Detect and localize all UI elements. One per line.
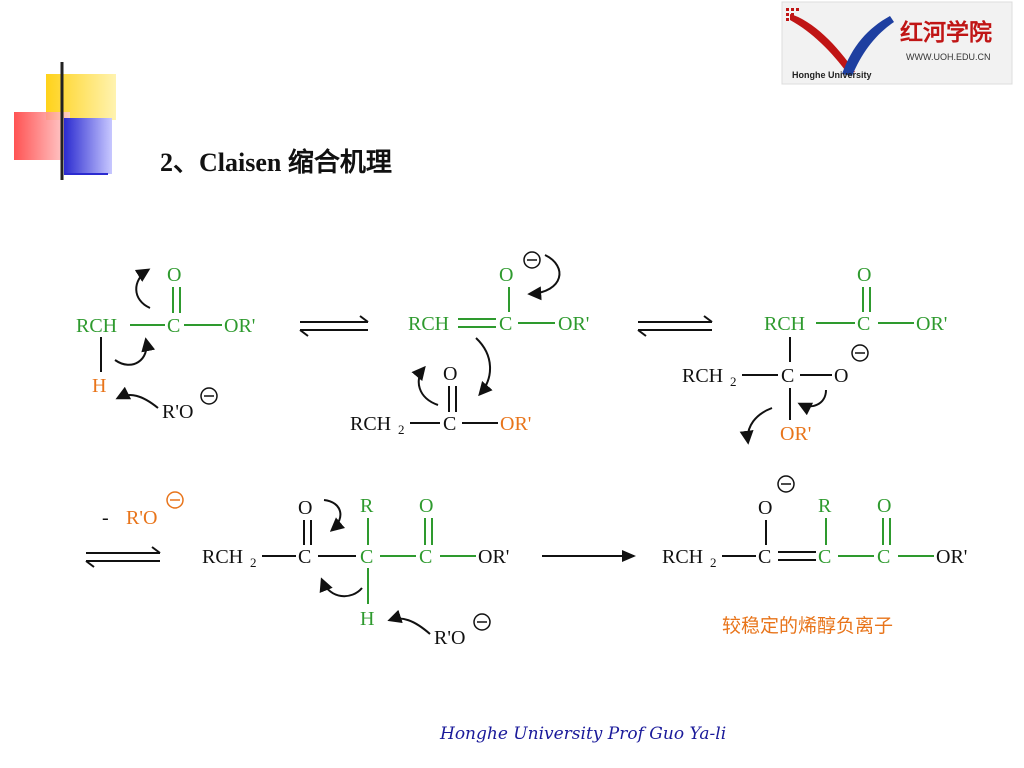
equilibrium-arrow-2 <box>637 315 713 337</box>
university-logo: 红河学院 WWW.UOH.EDU.CN Honghe University <box>781 1 1013 85</box>
ketone-carbon: C <box>298 546 311 568</box>
equilibrium-arrow-1 <box>299 315 369 337</box>
r-substituent: R <box>360 495 374 517</box>
stabilized-enolate: RCH 2 C O C R C O OR' <box>662 475 967 570</box>
subscript-2: 2 <box>730 374 737 389</box>
tetrahedral-intermediate: RCH C O OR' RCH 2 C O OR' <box>682 264 947 445</box>
enolate-oxygen: O <box>758 497 772 519</box>
rch2-label: RCH <box>202 546 243 568</box>
carbonyl-carbon: C <box>443 413 456 435</box>
negative-charge-icon <box>523 251 541 269</box>
rch-label: RCH <box>764 313 805 335</box>
footer-credit: Honghe University Prof Guo Ya-li <box>439 724 726 744</box>
header-decoration <box>14 62 1000 180</box>
subscript-2: 2 <box>250 555 257 570</box>
leaving-alkoxy-group: OR' <box>500 413 531 435</box>
base-label: R'O <box>434 627 465 649</box>
eliminated-base-label: R'O <box>126 507 157 529</box>
enolate-caption: 较稳定的烯醇负离子 <box>722 615 893 637</box>
equilibrium-arrow-3 <box>85 546 161 568</box>
logo-chinese-name: 红河学院 <box>900 19 992 46</box>
alkoxy-group: OR' <box>936 546 967 568</box>
ester-carbon: C <box>857 313 870 335</box>
ester-carbon: C <box>419 546 432 568</box>
r-substituent: R <box>818 495 832 517</box>
beta-keto-ester: RCH 2 C O C R C O OR' H <box>202 495 509 630</box>
alpha-carbon: C <box>360 546 373 568</box>
negative-charge-icon <box>473 613 491 631</box>
rch2-label: RCH <box>350 413 391 435</box>
subscript-2: 2 <box>710 555 717 570</box>
leaving-alkoxy-group: OR' <box>780 423 811 445</box>
carbonyl-carbon: C <box>167 315 180 337</box>
alpha-hydrogen: H <box>92 375 106 397</box>
page-title: 2、Claisen 缩合机理 <box>160 147 392 177</box>
rch2-label: RCH <box>662 546 703 568</box>
tetrahedral-carbon: C <box>781 365 794 387</box>
subscript-2: 2 <box>398 422 405 437</box>
forward-arrow <box>542 550 636 562</box>
negative-charge-icon <box>777 475 795 493</box>
alpha-hydrogen: H <box>360 608 374 630</box>
rch2-label: RCH <box>682 365 723 387</box>
alkoxy-group: OR' <box>916 313 947 335</box>
alkoxide-base-2: R'O <box>387 609 491 649</box>
enolate-oxygen: O <box>499 264 513 286</box>
logo-swoosh-red <box>790 14 855 74</box>
negative-charge-icon <box>851 344 869 362</box>
enolate-molecule: RCH C O OR' <box>408 251 589 397</box>
alkoxy-group: OR' <box>478 546 509 568</box>
logo-english-name: Honghe University <box>792 70 872 80</box>
ester-oxygen: O <box>419 495 433 517</box>
minus-sign: - <box>102 507 109 529</box>
carbonyl-oxygen: O <box>443 363 457 385</box>
enolate-carbon: C <box>499 313 512 335</box>
negative-charge-icon <box>200 387 218 405</box>
ester-oxygen: O <box>857 264 871 286</box>
alkoxy-group: OR' <box>558 313 589 335</box>
rch-label: RCH <box>76 315 117 337</box>
enolate-carbon: C <box>758 546 771 568</box>
eliminated-alkoxide: - R'O <box>102 491 184 529</box>
negative-charge-icon <box>166 491 184 509</box>
alkoxide-base-1: R'O <box>115 386 218 423</box>
ester-oxygen: O <box>877 495 891 517</box>
alkoxide-oxygen: O <box>834 365 848 387</box>
alpha-carbon: C <box>818 546 831 568</box>
ketone-oxygen: O <box>298 497 312 519</box>
ester-molecule-2: RCH 2 C O OR' <box>350 363 531 437</box>
alkoxy-group: OR' <box>224 315 255 337</box>
rch-label: RCH <box>408 313 449 335</box>
ester-molecule-1: RCH C O OR' H <box>76 264 255 397</box>
carbonyl-oxygen: O <box>167 264 181 286</box>
base-label: R'O <box>162 401 193 423</box>
ester-carbon: C <box>877 546 890 568</box>
logo-url: WWW.UOH.EDU.CN <box>906 52 991 62</box>
logo-swoosh-blue <box>842 16 894 76</box>
